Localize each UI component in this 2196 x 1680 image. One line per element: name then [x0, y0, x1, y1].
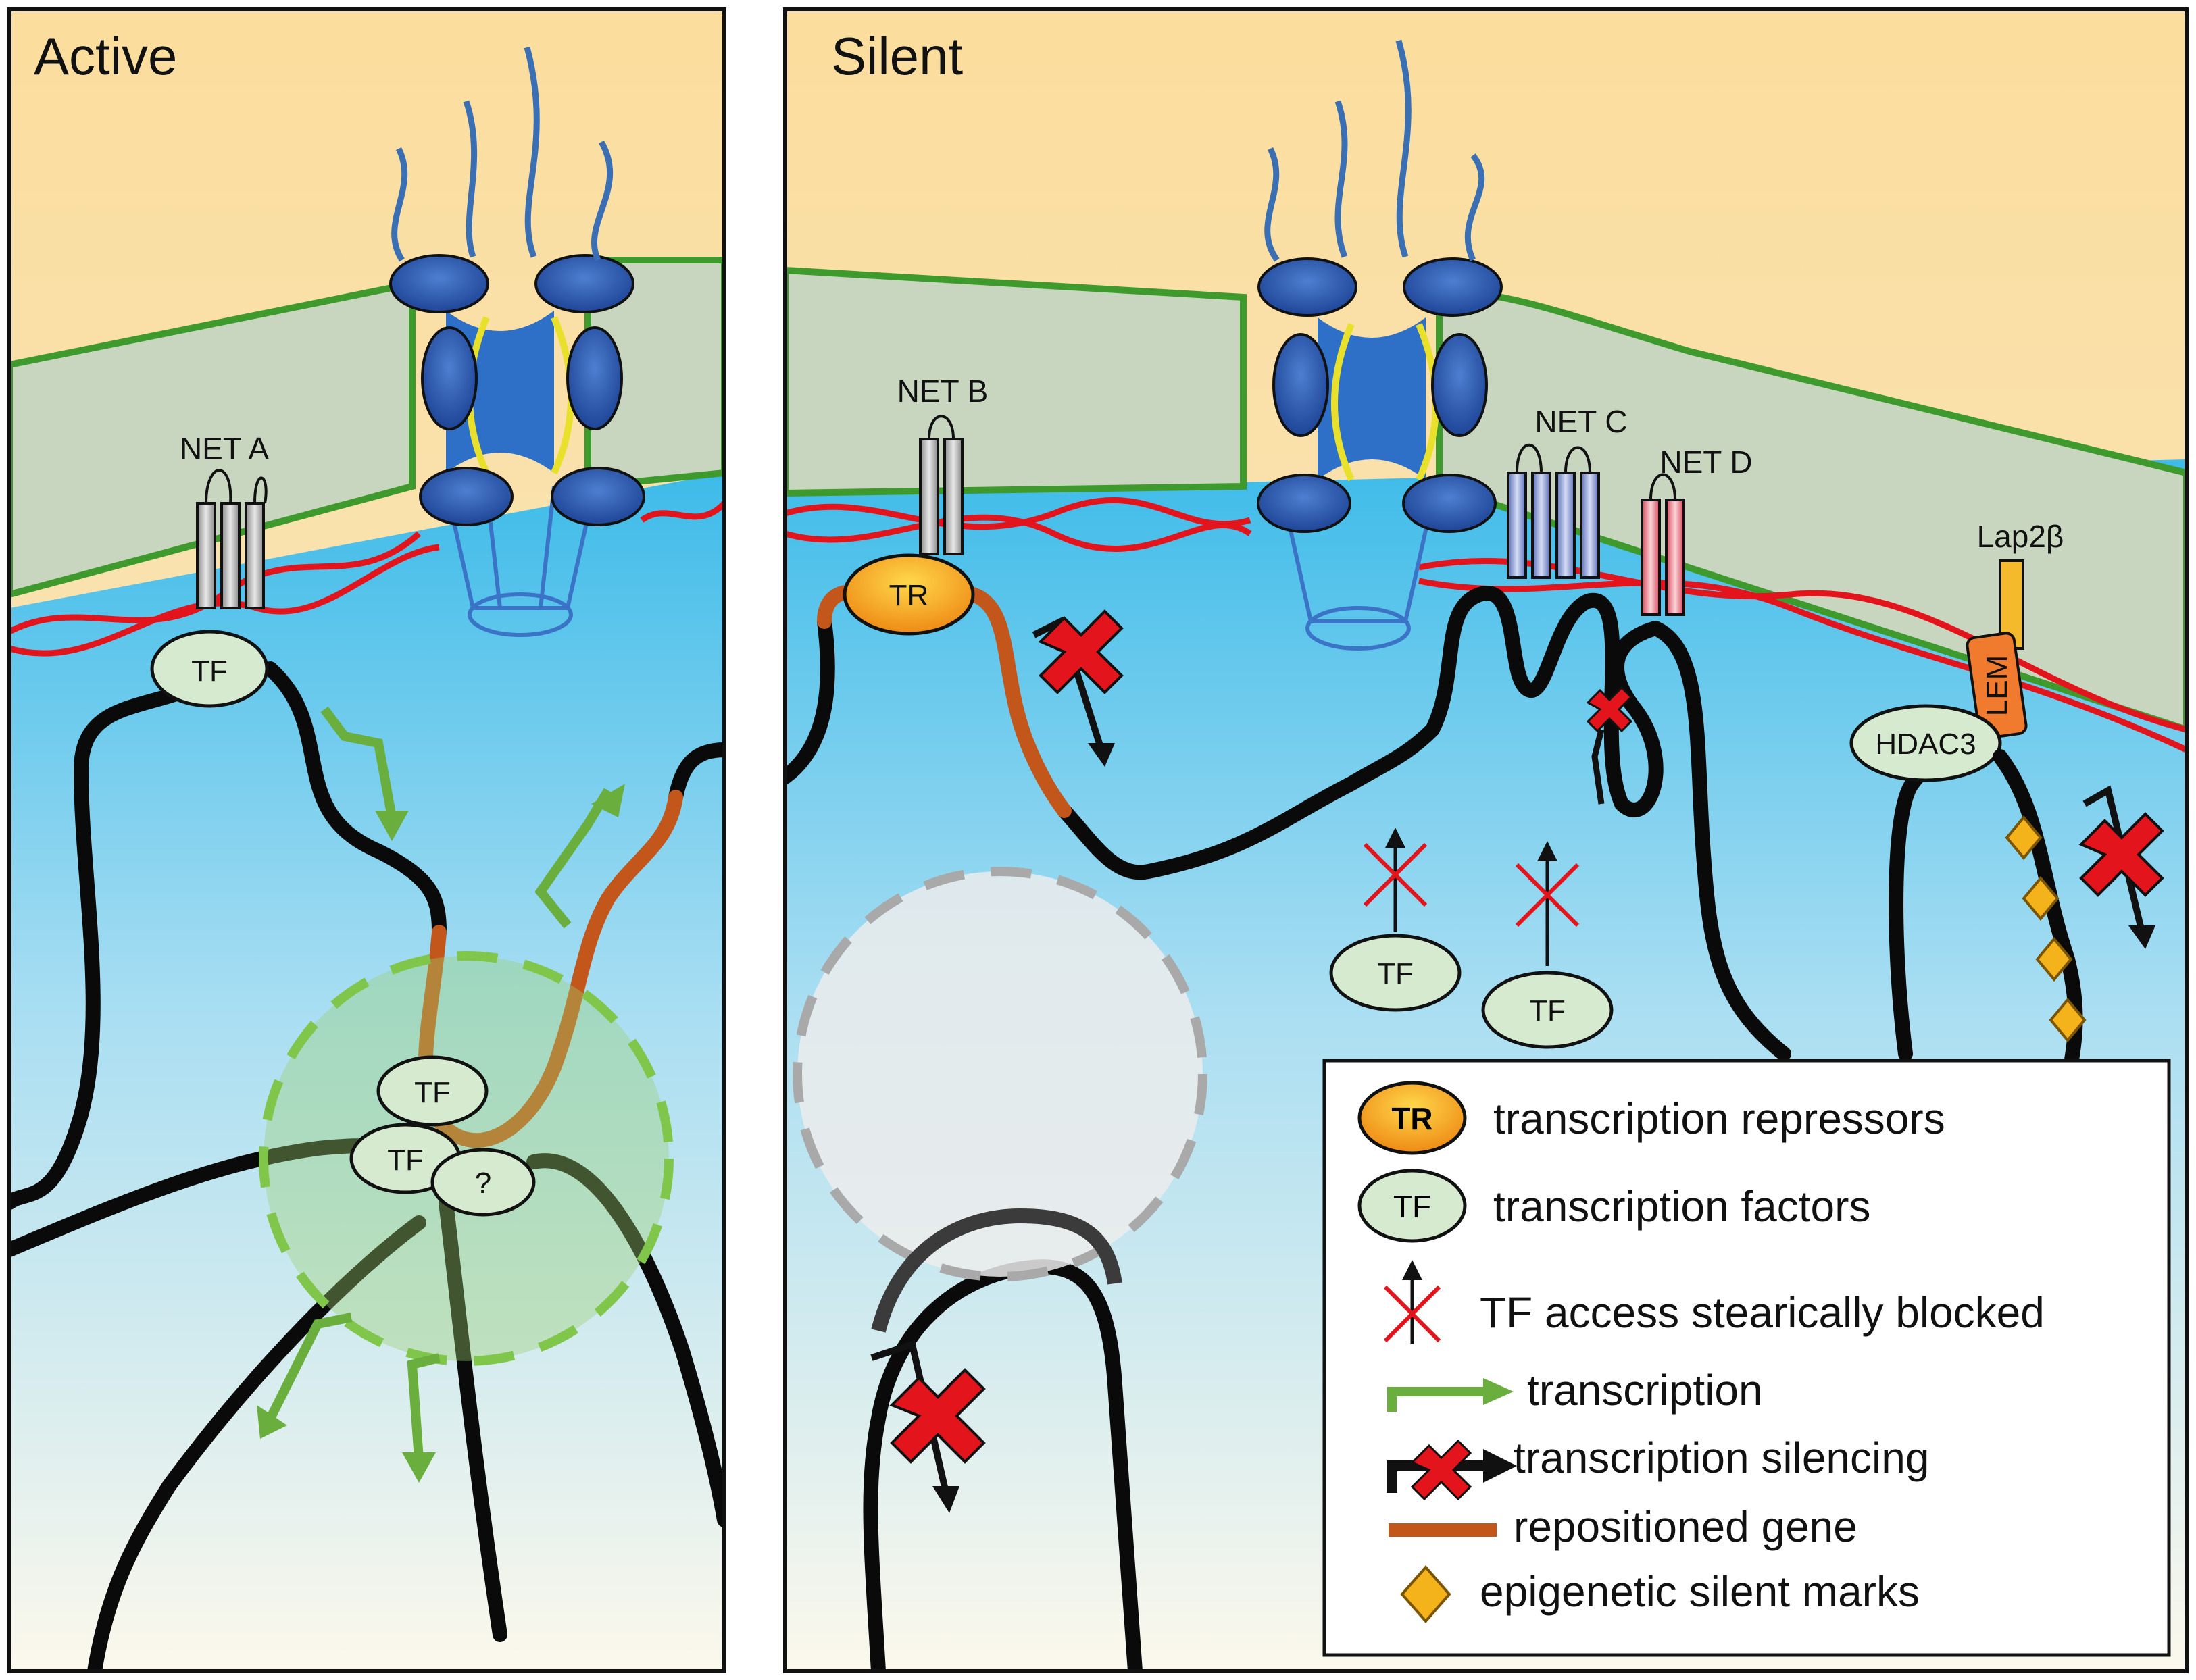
- nuclear-basket: [444, 486, 597, 610]
- tr-node: [843, 553, 975, 636]
- legend-blocked-cross: [1383, 1285, 1441, 1343]
- legend-label-factors: transcription factors: [1493, 1182, 1870, 1231]
- svg-text:TF: TF: [191, 655, 228, 688]
- pore-subunit: [421, 326, 478, 430]
- panel-title-silent: Silent: [831, 26, 963, 86]
- pore-subunit: [1272, 333, 1329, 437]
- nuclear-envelope: [9, 279, 416, 599]
- legend-box: [1322, 1059, 2171, 1657]
- net-c-label: NET C: [1534, 404, 1627, 439]
- tf-complex: TF TF ?: [349, 1055, 536, 1217]
- legend-tr-symbol: [1357, 1081, 1467, 1155]
- active-panel-border: [7, 7, 726, 1673]
- silent-panel-border: [783, 7, 2189, 1673]
- svg-text:TR: TR: [1391, 1101, 1432, 1136]
- svg-text:TF: TF: [387, 1144, 424, 1177]
- svg-text:LEM: LEM: [1980, 655, 2014, 716]
- legend: TR transcription repressors TF transcrip…: [1322, 1059, 2171, 1657]
- pore-subunit: [419, 467, 514, 526]
- net-d-label: NET D: [1660, 444, 1752, 480]
- net-a-label: NET A: [180, 431, 269, 466]
- tf-node: [376, 1055, 489, 1127]
- blocked-access-arrows: [1385, 828, 1557, 966]
- nuclear-pore-complex: [389, 46, 645, 637]
- legend-label-repressors: transcription repressors: [1493, 1094, 1945, 1143]
- svg-text:TF: TF: [1377, 957, 1414, 990]
- hdac3-node: [1849, 704, 2002, 782]
- pore-subunit: [1431, 333, 1488, 437]
- epigenetic-marks: [2005, 815, 2087, 1043]
- net-b-protein: NET B: [897, 374, 989, 555]
- nuclear-basket: [1282, 499, 1434, 623]
- legend-label-silencing: transcription silencing: [1514, 1433, 1929, 1482]
- pore-subunit: [1402, 474, 1497, 533]
- net-a-protein: NET A: [180, 431, 269, 609]
- legend-label-repositioned: repositioned gene: [1514, 1502, 1857, 1551]
- chromatin-fiber: [785, 586, 1980, 1671]
- legend-tf-symbol: [1357, 1169, 1467, 1243]
- panel-title-active: Active: [34, 26, 177, 86]
- silencing-symbols: [870, 609, 2164, 1513]
- pore-subunit: [534, 254, 634, 313]
- nuclear-lamina: [785, 497, 2187, 753]
- legend-label-blocked: TF access stearically blocked: [1480, 1288, 2045, 1337]
- tf-node-blocked: [1329, 934, 1462, 1012]
- pore-subunit: [389, 254, 489, 313]
- net-c-protein: NET C: [1507, 404, 1628, 579]
- silenced-chromatin: [1993, 749, 2083, 1088]
- svg-text:TF: TF: [414, 1076, 451, 1109]
- svg-text:TR: TR: [889, 579, 929, 612]
- legend-transcription-arrow: [1387, 1387, 1487, 1412]
- pore-subunit: [1257, 474, 1351, 533]
- pore-subunit: [1403, 257, 1503, 317]
- net-b-label: NET B: [897, 374, 989, 409]
- lap2b-label: Lap2β: [1977, 519, 2064, 554]
- nuclear-envelope: [785, 266, 1247, 497]
- unknown-factor-node: [430, 1148, 536, 1217]
- lap2b-protein: Lap2β LEM: [1966, 519, 2064, 740]
- legend-mark-diamond: [1400, 1564, 1451, 1624]
- pore-subunit: [566, 326, 623, 430]
- tf-node-blocked: [1481, 971, 1614, 1049]
- legend-silencing-cross: [1410, 1439, 1472, 1501]
- legend-label-marks: epigenetic silent marks: [1480, 1567, 1920, 1616]
- lem-domain: [1966, 632, 2028, 740]
- svg-text:?: ?: [475, 1167, 491, 1200]
- pore-filaments: [1264, 39, 1485, 262]
- nucleoplasm-area: [9, 473, 724, 1671]
- active-panel: NET A TF TF ? TF: [9, 9, 724, 1671]
- pore-subunit: [1257, 257, 1357, 317]
- svg-text:TF: TF: [1529, 994, 1566, 1027]
- svg-text:HDAC3: HDAC3: [1875, 728, 1976, 761]
- chromatin-fiber: [9, 661, 724, 1671]
- pore-subunit: [551, 467, 645, 526]
- inactive-compartment: [793, 867, 1207, 1281]
- pore-filaments: [391, 46, 614, 262]
- nuclear-pore-complex: [1257, 39, 1503, 651]
- tf-node-net-a: [150, 630, 269, 708]
- net-d-protein: NET D: [1641, 444, 1753, 616]
- legend-label-transcription: transcription: [1527, 1366, 1763, 1415]
- svg-text:TF: TF: [1393, 1189, 1431, 1224]
